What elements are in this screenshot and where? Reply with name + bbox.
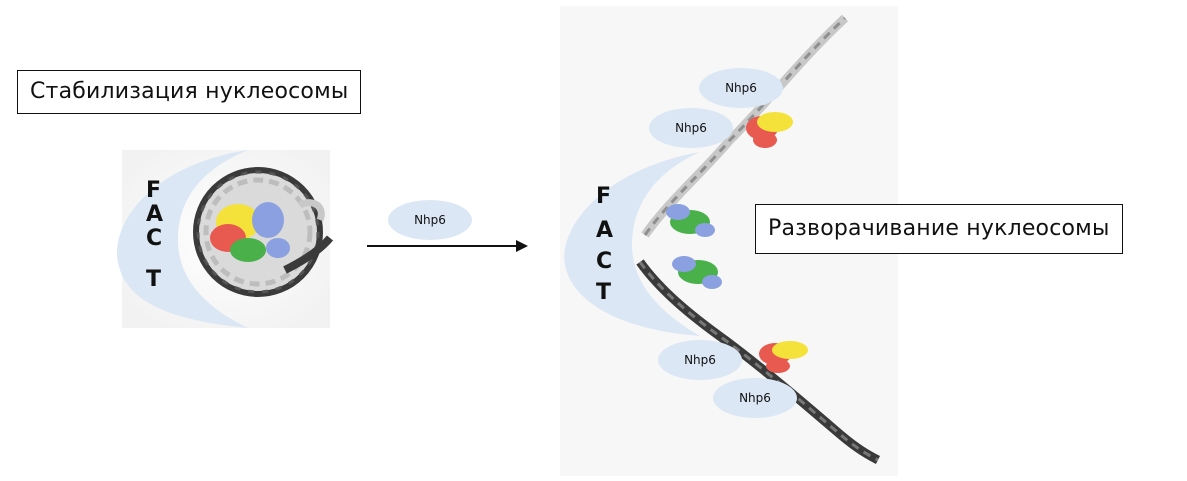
nucleosome-dna-helix (196, 170, 320, 294)
dna-upper-helix (643, 16, 847, 236)
nhp6-label-right-1: Nhp6 (725, 81, 757, 95)
fact-letter-right-1: A (596, 218, 613, 243)
nhp6-label-middle: Nhp6 (414, 213, 446, 227)
stabilization-label: Стабилизация нуклеосомы (17, 70, 362, 114)
nhp6-oval-right-1 (699, 68, 783, 108)
nhp6-oval-right-4 (713, 378, 797, 418)
histone-cluster-mid-lower (672, 256, 722, 289)
fact-letter-left-1: A (146, 202, 163, 227)
nhp6-oval-right-3 (658, 340, 742, 380)
fact-letter-right-0: F (596, 184, 611, 209)
nhp6-label-right-3: Nhp6 (684, 353, 716, 367)
dna-lower-helix (638, 261, 879, 462)
nhp6-label-right-4: Nhp6 (739, 391, 771, 405)
fact-letter-left-3: T (146, 267, 161, 292)
dna-strand-lower (636, 259, 881, 465)
fact-letter-left-2: C (146, 226, 162, 251)
transition-arrow-head (516, 240, 528, 252)
histone-cluster-top (746, 112, 793, 148)
histone-blue-2 (266, 238, 290, 258)
fact-letter-right-2: C (596, 249, 612, 274)
histone-cluster-mid-upper (666, 204, 715, 237)
nucleosome-dna-inner (203, 177, 313, 287)
dna-tail-dark (283, 235, 334, 274)
histone-cluster-bottom (759, 341, 808, 373)
fact-crescent-right (564, 152, 700, 336)
dna-tail-light (298, 199, 325, 222)
fact-crescent-left (117, 150, 248, 328)
nucleosome-core (193, 167, 334, 297)
dna-strand-upper (641, 14, 849, 238)
fact-letter-left-0: F (146, 178, 161, 203)
nhp6-label-right-2: Nhp6 (675, 121, 707, 135)
fact-letter-right-3: T (596, 280, 611, 305)
nhp6-oval-middle (388, 200, 472, 240)
unwrapping-label: Разворачивание нуклеосомы (755, 204, 1123, 254)
nhp6-oval-right-2 (649, 108, 733, 148)
histone-blue (252, 202, 284, 238)
histone-green (230, 238, 266, 262)
